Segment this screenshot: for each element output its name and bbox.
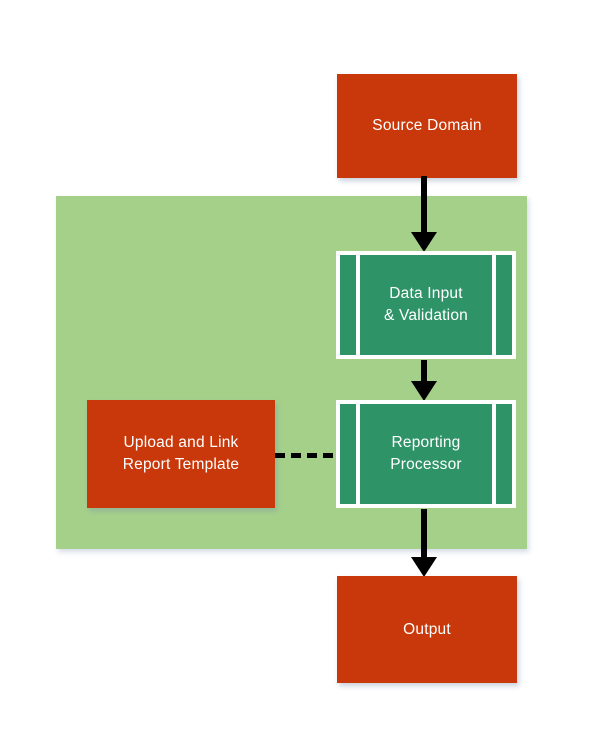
arrow-shaft [421, 176, 427, 234]
node-source-domain-label: Source Domain [372, 117, 482, 134]
arrow-data-input-to-reporting-processor [409, 360, 439, 401]
arrow-shaft [421, 360, 427, 383]
node-reporting-processor-label: Reporting Processor [390, 434, 462, 473]
process-rail-right [492, 404, 496, 504]
arrow-head-icon [411, 557, 437, 577]
node-output-label: Output [403, 620, 451, 638]
node-data-input-validation[interactable]: Data Input & Validation [336, 251, 516, 359]
process-rail-right [492, 255, 496, 355]
dashed-connector-upload-template-to-reporting-processor [275, 453, 337, 458]
arrow-head-icon [411, 232, 437, 252]
node-data-input-validation-label: Data Input & Validation [384, 285, 468, 324]
arrow-head-icon [411, 381, 437, 401]
arrow-reporting-processor-to-output [409, 509, 439, 577]
arrow-source-domain-to-data-input [409, 176, 439, 252]
process-rail-left [356, 255, 360, 355]
arrow-shaft [421, 509, 427, 559]
node-source-domain[interactable]: Source Domain [337, 74, 517, 178]
node-output[interactable]: Output [337, 576, 517, 683]
node-upload-and-link-report-template[interactable]: Upload and Link Report Template [87, 400, 275, 508]
node-reporting-processor[interactable]: Reporting Processor [336, 400, 516, 508]
node-upload-and-link-report-template-label: Upload and Link Report Template [122, 434, 240, 473]
process-rail-left [356, 404, 360, 504]
